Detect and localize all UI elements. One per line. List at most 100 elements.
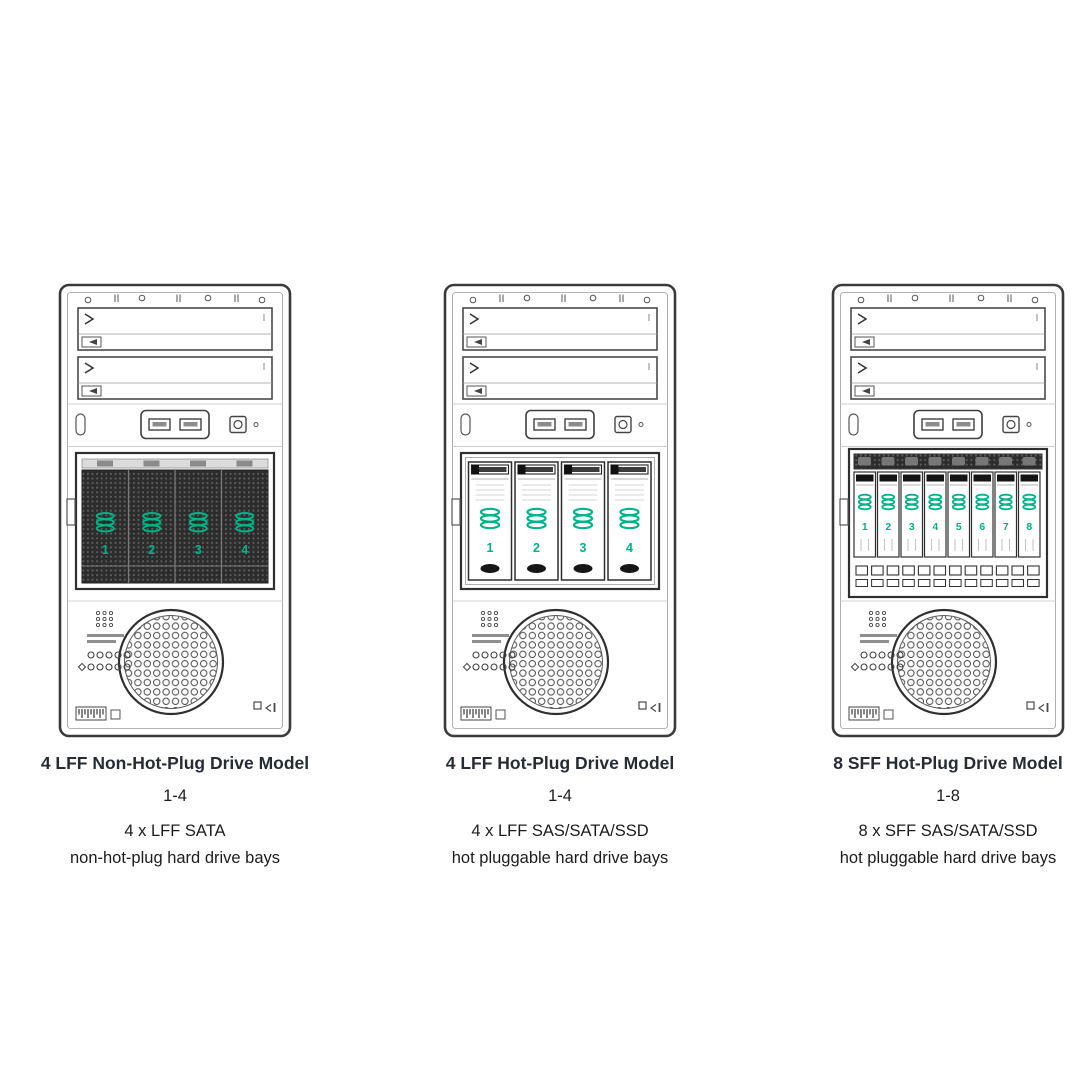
bay-latch-arrow [469,313,480,325]
bay-range: 1-4 [548,787,572,805]
tray-latch [950,474,968,482]
model-caption: 4 LFF Hot-Plug Drive Model 1-4 4 x LFF S… [390,753,730,871]
drive-tray-sff: 4 [923,471,947,558]
front-latch [75,413,86,436]
tray-latch [997,474,1015,482]
drive-bay-number: 1 [102,543,109,557]
optical-bay-blank [462,356,658,400]
tray-latch [926,474,944,482]
power-button-icon [1002,415,1020,434]
tray-pull-hole [573,564,593,573]
front-latch [460,413,471,436]
disk-stack-icon [526,507,547,530]
model-description: 4 x LFF SATA non-hot-plug hard drive bay… [5,818,345,871]
model-description-line2: hot pluggable hard drive bays [839,848,1057,867]
tray-latch [856,474,874,482]
drive-bay-number: 2 [533,541,540,555]
eject-mark [474,339,482,345]
disk-stack-icon [619,507,640,530]
tray-pull-hole [527,564,546,573]
drive-bay-number: 4 [626,541,633,555]
tray-latch [611,465,619,474]
model-description: 8 x SFF SAS/SATA/SSD hot pluggable hard … [778,818,1080,871]
optical-bay-blank [77,307,273,351]
disk-stack-icon [235,512,255,533]
model-description-line1: 4 x LFF SATA [124,822,226,840]
server-front-illustration: 1 2 3 4 [390,283,730,738]
tray-latch [1020,474,1038,482]
optical-bay-blank [77,356,273,400]
eject-mark [89,388,97,394]
disk-stack-icon [188,512,208,533]
eject-mark [474,388,482,394]
disk-stack-icon [857,493,872,511]
status-led [253,422,259,427]
model-description-line2: non-hot-plug hard drive bays [69,848,281,867]
side-connector [451,498,461,526]
status-led [1026,422,1032,427]
service-label-icons [77,610,131,672]
drive-bay-number: 8 [1026,521,1032,533]
drive-bay-number: 6 [979,521,985,533]
fan-grille [502,608,610,716]
drive-tray-sff: 7 [994,471,1018,558]
bay-latch-arrow [857,362,868,374]
chassis-top-fasteners [84,294,266,304]
bay-latch-arrow [857,313,868,325]
service-label-icons [850,610,904,672]
model-caption: 8 SFF Hot-Plug Drive Model 1-8 8 x SFF S… [778,753,1080,871]
drive-tray-lff: 3 [560,461,606,581]
tray-latch [879,474,897,482]
bay-latch-arrow [469,362,480,374]
drive-tray-sff: 6 [970,471,994,558]
drive-bay-number: 4 [932,521,938,533]
fan-grille [890,608,998,716]
serial-barcode [460,706,506,721]
tray-latch [518,465,526,474]
disk-stack-icon [975,493,990,511]
eject-mark [862,339,870,345]
drive-cage-4lff-hot-plug: 1 2 3 4 [459,451,661,591]
serial-barcode [75,706,121,721]
disk-stack-icon [142,512,162,533]
tray-latch [471,465,479,474]
drive-tray-sff: 3 [900,471,924,558]
drive-bay-number: 3 [580,541,587,555]
eject-mark [862,388,870,394]
disk-stack-icon [95,512,115,533]
disk-stack-icon [998,493,1013,511]
front-latch [848,413,859,436]
fan-grille [117,608,225,716]
serial-barcode [848,706,894,721]
usb-ports [148,418,202,431]
service-label-icons [462,610,516,672]
model-figure-4lff-hot-plug: 1 2 3 4 4 LFF Hot-Plug Drive Model 1-4 4 x … [390,283,730,871]
drive-tray-sff: 8 [1017,471,1041,558]
side-connector [839,498,849,526]
eject-mark [89,339,97,345]
drive-tray-sff: 2 [876,471,900,558]
drive-tray-sff: 1 [853,471,877,558]
model-caption: 4 LFF Non-Hot-Plug Drive Model 1-4 4 x L… [5,753,345,871]
power-button-icon [614,415,632,434]
drive-bay-number: 5 [956,521,962,533]
disk-stack-icon [951,493,966,511]
drive-bay-number: 1 [487,541,494,555]
disk-stack-icon [1022,493,1037,511]
chassis-top-fasteners [469,294,651,304]
disk-stack-icon [881,493,896,511]
drive-bay-number: 7 [1003,521,1009,533]
disk-stack-icon [479,507,501,530]
disk-stack-icon [904,493,919,511]
front-io-panel [460,409,644,440]
usb-ports [921,418,975,431]
optical-bay-blank [462,307,658,351]
front-io-panel [848,409,1032,440]
model-description-line2: hot pluggable hard drive bays [451,848,669,867]
bay-latch-arrow [84,362,95,374]
